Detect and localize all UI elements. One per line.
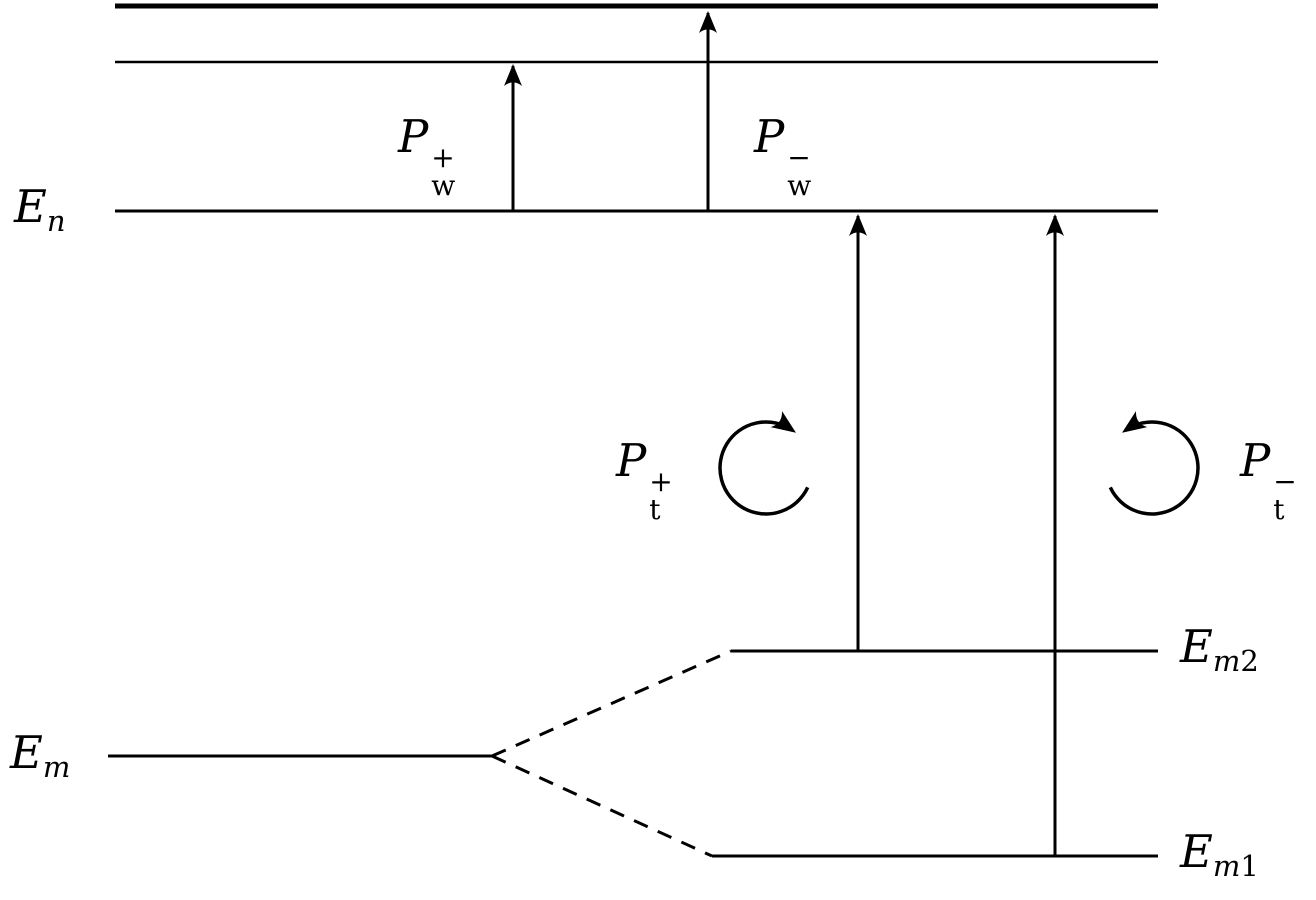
label-base: P [616, 434, 647, 487]
label-base: P [398, 110, 429, 163]
label-base: E [1180, 620, 1213, 673]
label-superscript: − [1273, 465, 1297, 498]
label-pt-minus: P−t [1240, 438, 1297, 524]
label-subscript: w [787, 169, 812, 202]
rotation-arrow-counterclockwise [1108, 411, 1200, 516]
label-subscript: m [1212, 849, 1241, 883]
label-subscript-number: 2 [1240, 644, 1259, 678]
label-subscript: w [431, 169, 456, 202]
label-subscript: n [46, 204, 66, 238]
label-scripts: −t [1273, 468, 1296, 524]
label-superscript: − [787, 141, 811, 174]
label-subscript: t [1273, 493, 1285, 526]
label-pw-minus: P−w [754, 114, 811, 200]
label-superscript: + [431, 141, 455, 174]
split-dash-upper [491, 649, 732, 758]
split-dash-lower [491, 754, 713, 858]
label-superscript: + [649, 465, 673, 498]
label-subscript-number: 1 [1240, 849, 1259, 883]
label-base: E [14, 180, 47, 233]
label-base: P [754, 110, 785, 163]
label-scripts: +w [431, 144, 455, 200]
label-subscript: m [1212, 644, 1241, 678]
label-subscript: m [42, 750, 71, 784]
label-level-en: En [14, 184, 66, 236]
label-level-em: Em [10, 730, 70, 782]
label-level-em1: Em1 [1180, 829, 1259, 881]
label-pw-plus: P+w [398, 114, 455, 200]
label-base: E [10, 726, 43, 779]
label-scripts: +t [649, 468, 672, 524]
label-pt-plus: P+t [616, 438, 673, 524]
label-subscript: t [649, 493, 661, 526]
rotation-arrow-clockwise [718, 411, 810, 516]
label-base: P [1240, 434, 1271, 487]
label-level-em2: Em2 [1180, 624, 1259, 676]
label-base: E [1180, 825, 1213, 878]
label-scripts: −w [787, 144, 811, 200]
